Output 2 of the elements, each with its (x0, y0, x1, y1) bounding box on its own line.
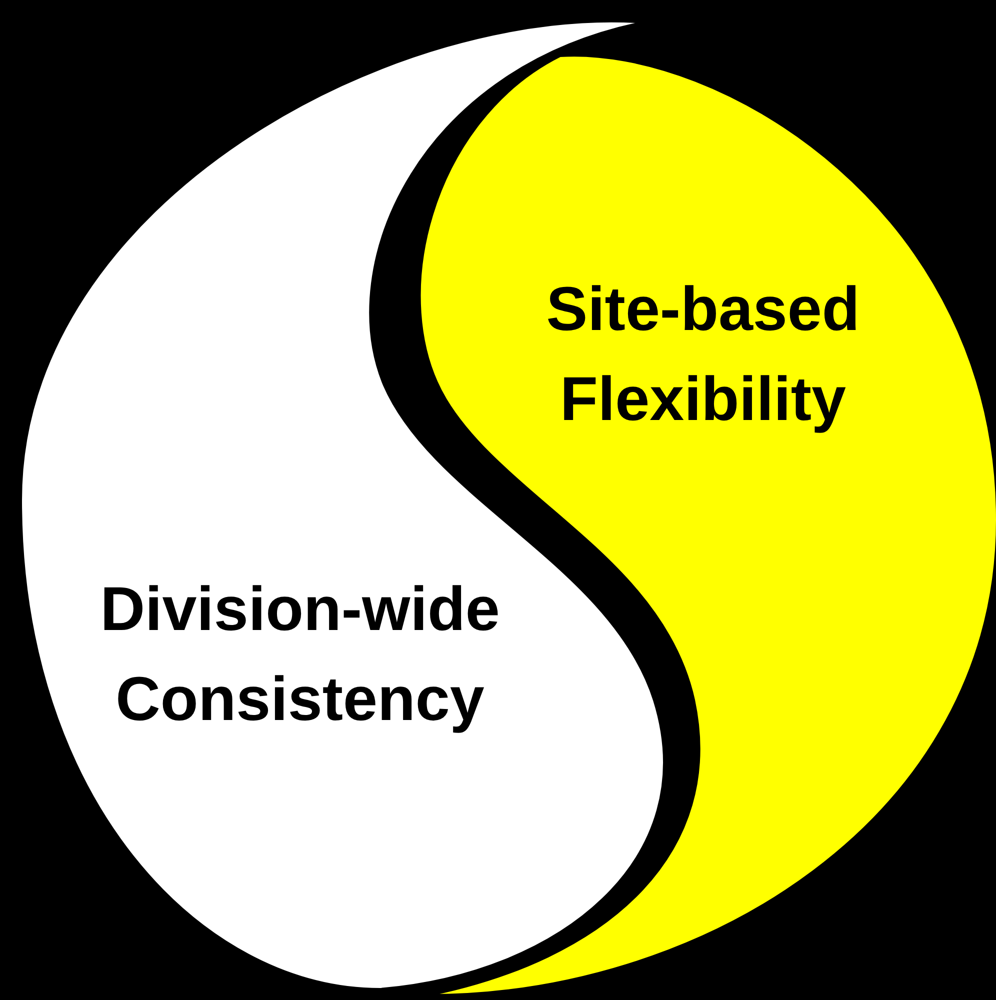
heading-text: Division-wide Consistency (99, 574, 501, 736)
heading-text: Site-based Flexibility (545, 274, 861, 436)
